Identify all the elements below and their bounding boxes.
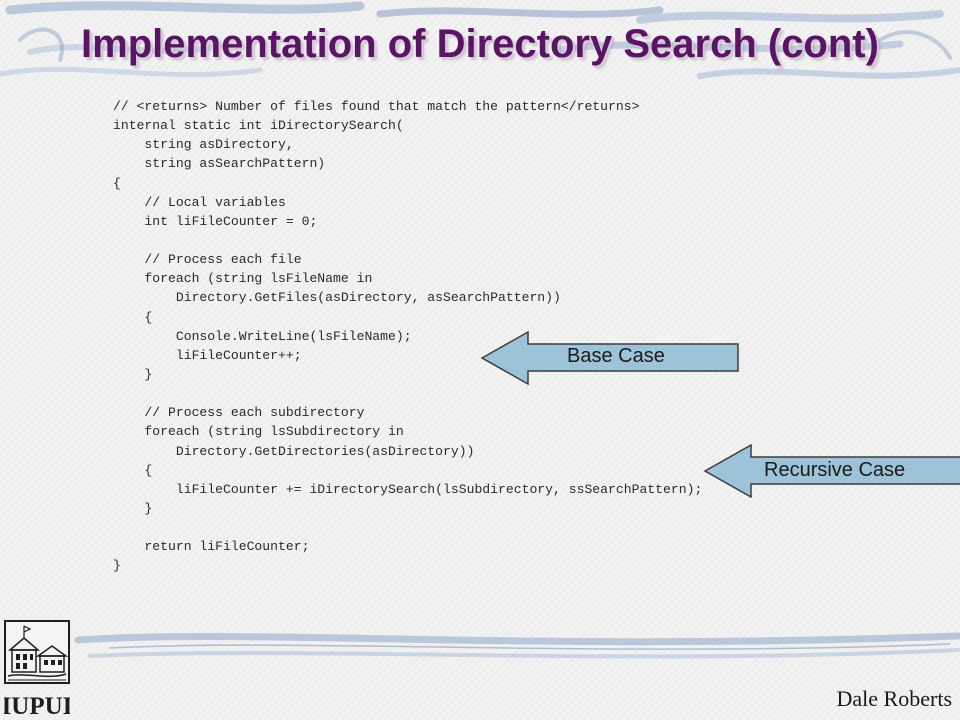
slide-title: Implementation of Directory Search (cont… bbox=[81, 22, 879, 66]
code-line: { bbox=[113, 309, 153, 325]
code-line: liFileCounter++; bbox=[113, 347, 302, 363]
code-line: foreach (string lsSubdirectory in bbox=[113, 424, 404, 440]
iupui-logo-graphic: IUPUI bbox=[2, 620, 72, 720]
code-line: Directory.GetDirectories(asDirectory)) bbox=[113, 443, 475, 459]
code-block: // <returns> Number of files found that … bbox=[113, 97, 702, 576]
code-line: string asSearchPattern) bbox=[113, 156, 326, 172]
code-line: int liFileCounter = 0; bbox=[113, 213, 318, 229]
code-line bbox=[113, 231, 702, 250]
code-line: { bbox=[113, 462, 153, 478]
code-line: } bbox=[113, 558, 121, 574]
code-line: // Process each subdirectory bbox=[113, 405, 365, 421]
code-line: } bbox=[113, 500, 153, 516]
author-name: Dale Roberts bbox=[836, 686, 952, 711]
iupui-logo-text: IUPUI bbox=[4, 693, 70, 720]
code-line: foreach (string lsFileName in bbox=[113, 271, 373, 287]
base-case-arrow bbox=[480, 330, 739, 386]
recursive-case-arrow bbox=[703, 444, 960, 498]
code-line bbox=[113, 384, 702, 403]
code-line: { bbox=[113, 175, 121, 191]
code-line: // Process each file bbox=[113, 252, 302, 268]
code-line: internal static int iDirectorySearch( bbox=[113, 118, 404, 134]
code-line: } bbox=[113, 366, 153, 382]
code-line: liFileCounter += iDirectorySearch(lsSubd… bbox=[113, 481, 703, 497]
code-line: Console.WriteLine(lsFileName); bbox=[113, 328, 412, 344]
code-line: return liFileCounter; bbox=[113, 539, 310, 555]
code-line bbox=[113, 518, 702, 537]
code-line: Directory.GetFiles(asDirectory, asSearch… bbox=[113, 290, 561, 306]
iupui-logo: IUPUI bbox=[2, 620, 72, 720]
base-case-label: Base Case bbox=[567, 345, 665, 367]
code-line: string asDirectory, bbox=[113, 137, 294, 153]
recursive-case-label: Recursive Case bbox=[764, 459, 906, 481]
code-line: // Local variables bbox=[113, 194, 286, 210]
code-line: // <returns> Number of files found that … bbox=[113, 99, 640, 114]
